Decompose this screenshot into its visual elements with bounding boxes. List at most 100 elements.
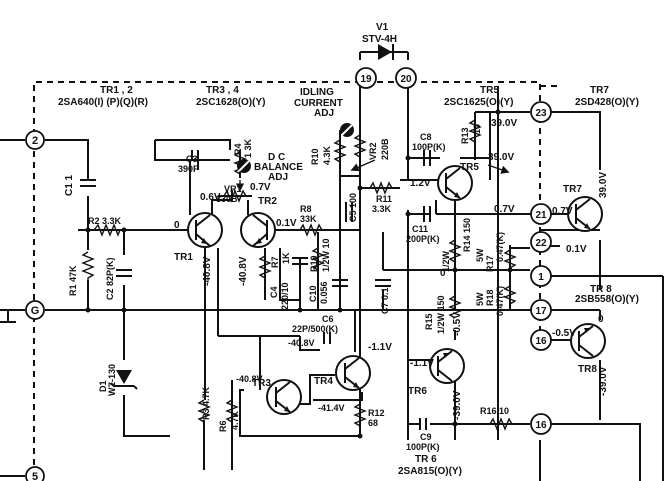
c4-value: 220/10	[280, 282, 290, 310]
terminal-22: 22	[530, 231, 552, 253]
tr2-label: TR2	[258, 196, 277, 207]
c9-label: C9	[420, 432, 432, 442]
terminal-5: 5	[25, 466, 45, 481]
vr2-value: 220B	[380, 138, 390, 160]
voltage-tr3-b: -40.8V	[236, 374, 263, 384]
r16-label: R16 10	[480, 406, 509, 416]
voltage-tr7-e: 0.1V	[566, 244, 587, 255]
tr7-header: TR7	[590, 85, 609, 96]
tr34-type: 2SC1628(O)(Y)	[196, 97, 265, 108]
transistor-labels: TR1 TR2 TR3 TR4 TR5 TR6 TR7 TR8	[174, 162, 597, 397]
r1-label: R1 47K	[68, 265, 78, 296]
dc-label-2: BALANCE	[254, 162, 303, 173]
transistor-tr8	[570, 323, 606, 359]
dc-label-1: D C	[268, 152, 285, 163]
voltage-tr2-e: 0.7V	[250, 182, 271, 193]
node-label: 19	[360, 74, 372, 85]
node-label: 16	[535, 420, 547, 431]
zener-diode-d1	[110, 370, 138, 390]
terminal-1: 1	[530, 265, 552, 287]
tr12-header: TR1 , 2	[100, 85, 133, 96]
tr12-type: 2SA640(I) (P)(Q)(R)	[58, 97, 148, 108]
transistor-tr1	[187, 212, 223, 248]
tr3-label: TR3	[252, 378, 271, 389]
r8-value: 33K	[300, 214, 317, 224]
r18-label: R18	[485, 289, 495, 306]
voltage-tr5-c1: 39.0V	[491, 118, 517, 129]
voltage-annotations: 0.6V 0 -40.8V 0.7V 0.1V -40.8V -40.8V -4…	[174, 118, 609, 420]
misc-labels: V1 STV-4H IDLING CURRENT ADJ D C BALANCE…	[254, 22, 397, 183]
tr5-label: TR5	[460, 162, 479, 173]
voltage-tr5-b: 1.2V	[410, 178, 431, 189]
voltage-tr5-c2: 39.0V	[488, 152, 514, 163]
c5-label: C5 100	[348, 193, 358, 222]
tr4-label: TR4	[314, 376, 333, 387]
node-label: 2	[32, 135, 38, 147]
terminal-16b: 16	[530, 413, 552, 435]
voltage-tr4-e: -41.4V	[318, 403, 345, 413]
tr6-label: TR6	[408, 386, 427, 397]
tr8-header: TR 8	[590, 284, 612, 295]
tr1-label: TR1	[174, 252, 193, 263]
r13-label: R13	[460, 127, 470, 144]
c6-label: C6	[322, 314, 334, 324]
r4-value: 1 3K	[243, 138, 253, 158]
wiring	[0, 86, 664, 481]
terminal-16a: 16	[530, 329, 552, 351]
resistors	[81, 119, 517, 431]
c4-label: C4	[269, 286, 279, 298]
node-label: 1	[538, 272, 544, 283]
vr1-adjuster[interactable]	[223, 159, 251, 203]
c8-value: 100P(K)	[412, 142, 446, 152]
tr7-type: 2SD428(O)(Y)	[575, 97, 639, 108]
transistor-tr6	[429, 348, 465, 384]
node-label: 20	[400, 74, 412, 85]
voltage-tr1-c: -40.8V	[202, 256, 213, 286]
r14-label: R14 150	[462, 218, 472, 252]
tr7-label: TR7	[563, 184, 582, 195]
voltage-tr4-c: -1.1V	[368, 342, 392, 353]
r7-value: 1K	[281, 252, 291, 264]
r6-value: 4.7K	[230, 410, 240, 430]
voltage-tr6-e: -0.5V	[452, 312, 463, 336]
voltage-tr4-b: -40.8V	[288, 338, 315, 348]
c10-label: C10	[308, 285, 318, 302]
voltage-tr8-e: 0	[598, 314, 604, 325]
idling-label-3: ADJ	[314, 108, 334, 119]
idling-label-2: CURRENT	[294, 98, 343, 109]
idling-label-1: IDLING	[300, 87, 334, 98]
d1-type: WZ-130	[107, 364, 117, 396]
voltage-tr8-c: -39.0V	[598, 366, 609, 396]
node-label: 21	[535, 210, 547, 221]
vr1-value: 330B	[216, 194, 238, 204]
c8-label: C8	[420, 132, 432, 142]
transistor-tr7	[567, 196, 603, 232]
voltage-tr7-c: 39.0V	[598, 172, 609, 198]
v1-type: STV-4H	[362, 34, 397, 45]
r12-value: 68	[368, 418, 378, 428]
tr5-bias-arrow	[487, 164, 510, 174]
voltage-tr1-b: 0	[174, 220, 180, 231]
vr2-adjuster[interactable]	[340, 123, 376, 172]
c9-value: 100P(K)	[406, 442, 440, 452]
node-label: 23	[535, 108, 547, 119]
capacitors	[80, 150, 431, 430]
terminal-21: 21	[530, 203, 552, 225]
r10-value: 4.3K	[322, 145, 332, 165]
voltage-tr7-b: 0.7V	[552, 206, 573, 217]
r15-value: 1/2W 150	[436, 295, 446, 334]
terminal-20: 20	[395, 67, 417, 89]
c3-value: 390P	[178, 164, 199, 174]
r19-label: R19	[309, 255, 319, 272]
voltage-tr7-in: 0.7V	[494, 204, 515, 215]
transistor-tr2	[240, 212, 276, 248]
node-label: 5	[32, 471, 38, 481]
c1-label: C1 1	[64, 174, 75, 196]
junction-dots	[85, 109, 513, 439]
r19-value: 1/2W 10	[321, 238, 331, 272]
r7-label: R7	[270, 256, 280, 268]
r3-label: R3 4.7K	[201, 386, 211, 420]
r4-label: R4	[233, 143, 243, 155]
varistor-v1	[359, 44, 409, 60]
